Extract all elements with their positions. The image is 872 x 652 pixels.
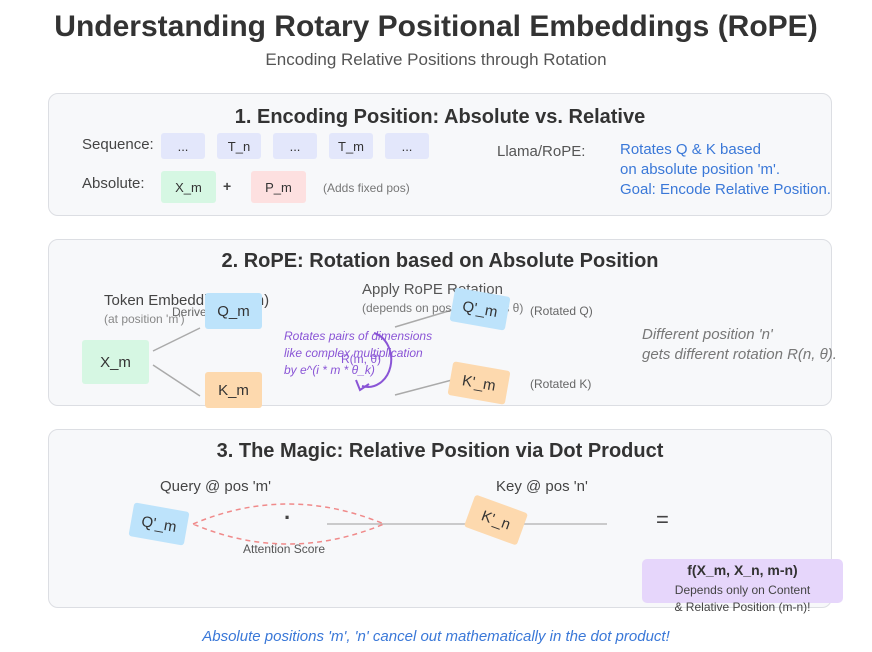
result-title: f(X_m, X_n, m-n) <box>687 562 798 578</box>
different-position-line: gets different rotation R(n, θ). <box>642 346 837 363</box>
section-2-title: 2. RoPE: Rotation based on Absolute Posi… <box>221 250 659 272</box>
plus-sign: + <box>223 178 232 194</box>
result-line: Depends only on Content <box>674 583 811 597</box>
footer-note: Absolute positions 'm', 'n' cancel out m… <box>202 628 670 645</box>
x-m-node: X_m <box>82 340 149 384</box>
rotates-line: like complex multiplication <box>284 346 423 360</box>
p-m-token: P_m <box>251 171 306 203</box>
query-label: Query @ pos 'm' <box>160 478 271 495</box>
k-m-node: K_m <box>205 372 262 408</box>
rotated-q-label: (Rotated Q) <box>530 304 593 318</box>
dot-operator: · <box>284 505 292 530</box>
result-line: & Relative Position (m-n)! <box>674 600 811 614</box>
equals-sign: = <box>656 507 669 532</box>
sequence-token: T_m <box>329 133 373 159</box>
sequence-token: ... <box>273 133 317 159</box>
section-1-panel: 1. Encoding Position: Absolute vs. Relat… <box>48 93 832 216</box>
section-3-title: 3. The Magic: Relative Position via Dot … <box>216 440 664 462</box>
llama-line: on absolute position 'm'. <box>620 161 780 178</box>
adds-note: (Adds fixed pos) <box>323 181 410 195</box>
attention-score-label: Attention Score <box>243 542 326 556</box>
absolute-label: Absolute: <box>82 175 145 192</box>
at-position-label: (at position 'm') <box>104 312 185 326</box>
section-1-title: 1. Encoding Position: Absolute vs. Relat… <box>234 106 646 128</box>
rotates-line: by e^(i * m * θ_k) <box>284 363 375 377</box>
sequence-token: ... <box>385 133 429 159</box>
llama-line: Rotates Q & K based <box>620 141 761 158</box>
q-m-node: Q_m <box>205 293 262 329</box>
rotated-k-label: (Rotated K) <box>530 377 592 391</box>
page-title: Understanding Rotary Positional Embeddin… <box>54 10 818 43</box>
llama-label: Llama/RoPE: <box>497 143 586 160</box>
page-subtitle: Encoding Relative Positions through Rota… <box>265 50 607 69</box>
x-m-token: X_m <box>161 171 216 203</box>
sequence-token: T_n <box>217 133 261 159</box>
different-position-line: Different position 'n' <box>642 326 773 343</box>
llama-line: Goal: Encode Relative Position. <box>620 181 831 198</box>
key-label: Key @ pos 'n' <box>496 478 588 495</box>
section-2-panel: 2. RoPE: Rotation based on Absolute Posi… <box>48 239 832 406</box>
rotates-line: Rotates pairs of dimensions <box>284 329 433 343</box>
sequence-token: ... <box>161 133 205 159</box>
result-box: f(X_m, X_n, m-n) Depends only on Content <box>642 559 843 603</box>
sequence-label: Sequence: <box>82 136 154 153</box>
rotation-matrix-label: R(m, θ) <box>341 352 381 366</box>
derive-label: Derive <box>172 305 207 319</box>
